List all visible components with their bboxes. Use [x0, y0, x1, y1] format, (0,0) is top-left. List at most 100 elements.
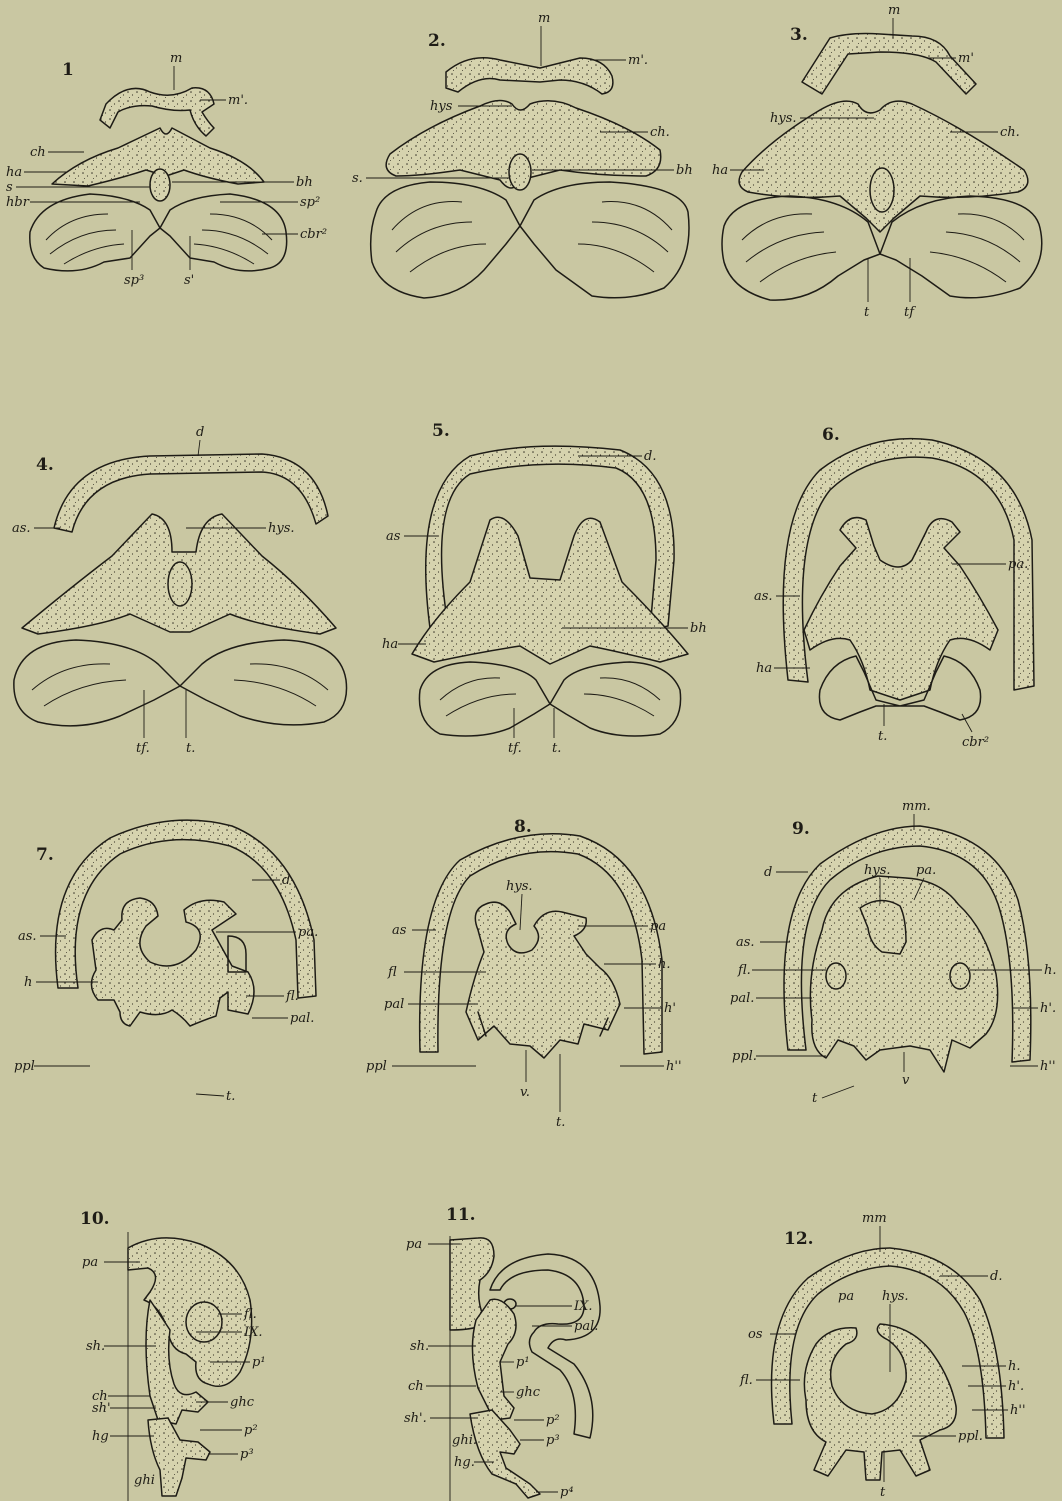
label-ha: ha — [6, 165, 22, 180]
label-as: as — [392, 923, 407, 938]
label-t: t. — [878, 729, 887, 744]
figure-10: 10. pa fl. IX. sh. p¹ ch sh' ghc p² hg — [80, 1209, 266, 1501]
label-v: v — [902, 1073, 910, 1088]
label-d: d. — [644, 449, 656, 464]
label-h: h — [24, 975, 32, 990]
figure-number: 11. — [446, 1205, 476, 1225]
figure-number: 9. — [792, 819, 810, 839]
label-h-double-prime: h'' — [666, 1059, 682, 1074]
label-d: d. — [990, 1269, 1002, 1284]
figure-11: 11. pa IX. pal. sh. p¹ ch ghc sh'. p² p³ — [404, 1205, 600, 1501]
label-ppl: ppl — [14, 1059, 35, 1074]
label-ch: ch. — [650, 125, 670, 140]
figure-5: 5. d. as ha bh tf. t. — [382, 421, 707, 756]
label-h-prime: h'. — [1008, 1379, 1024, 1394]
label-bh: bh — [690, 621, 707, 636]
label-cbr2: cbr² — [300, 227, 327, 242]
figure-2: 2. m m'. hys ch. s. bh — [352, 11, 693, 298]
label-p4: p⁴ — [560, 1485, 574, 1500]
label-mm: mm — [862, 1211, 887, 1226]
label-hg: hg — [92, 1429, 109, 1444]
figure-number: 1 — [62, 60, 74, 80]
label-pa: pa — [406, 1237, 422, 1252]
label-ha: ha — [712, 163, 728, 178]
label-s-prime: s' — [184, 273, 194, 288]
label-m-prime: m'. — [628, 53, 648, 68]
label-h: h. — [1044, 963, 1057, 978]
label-bh: bh — [676, 163, 693, 178]
label-pa: pa. — [1008, 557, 1028, 572]
label-cbr2: cbr² — [962, 735, 989, 750]
label-pal: pal. — [574, 1319, 598, 1334]
label-ha: ha — [756, 661, 772, 676]
label-tf: tf — [904, 305, 916, 320]
label-hys: hys. — [770, 111, 797, 126]
label-hys: hys. — [864, 863, 891, 878]
figure-4: 4. d as. hys. tf. t. — [12, 425, 347, 756]
label-sh-prime: sh' — [92, 1401, 111, 1416]
label-h-double-prime: h'' — [1010, 1403, 1026, 1418]
label-ghc: ghc — [230, 1395, 255, 1410]
label-p2: p² — [546, 1413, 560, 1428]
label-hys: hys. — [268, 521, 295, 536]
label-bh: bh — [296, 175, 313, 190]
label-as: as — [386, 529, 401, 544]
label-sh: sh. — [86, 1339, 105, 1354]
label-ppl: ppl. — [732, 1049, 757, 1064]
figure-number: 6. — [822, 425, 840, 445]
figure-8: 8. hys. as pa fl h. pal h' ppl h'' v. t. — [366, 817, 682, 1130]
label-s: s. — [352, 171, 363, 186]
label-hys: hys. — [882, 1289, 909, 1304]
label-d: d — [764, 865, 772, 880]
label-h: h. — [1008, 1359, 1021, 1374]
label-t: t. — [556, 1115, 565, 1130]
label-t: t — [812, 1091, 818, 1106]
label-ch: ch — [408, 1379, 424, 1394]
label-fl: fl — [387, 965, 397, 980]
label-ppl: ppl. — [958, 1429, 983, 1444]
label-pa: pa. — [298, 925, 318, 940]
label-p3: p³ — [240, 1447, 254, 1462]
label-ha: ha — [382, 637, 398, 652]
figure-9: 9. mm. d hys. pa. as. fl. h. pal. h'. pp… — [730, 799, 1057, 1106]
label-t: t. — [186, 741, 195, 756]
label-m: m — [170, 51, 182, 66]
label-os: os — [748, 1327, 763, 1342]
label-sh-prime: sh'. — [404, 1411, 427, 1426]
figure-number: 2. — [428, 31, 446, 51]
label-fl: fl. — [739, 1373, 753, 1388]
label-ppl: ppl — [366, 1059, 387, 1074]
label-t: t. — [226, 1089, 235, 1104]
label-s: s — [6, 180, 13, 195]
label-m-prime: m'. — [228, 93, 248, 108]
label-mm: mm. — [902, 799, 931, 814]
label-p1: p¹ — [252, 1355, 266, 1370]
label-h-prime: h'. — [1040, 1001, 1056, 1016]
label-hys: hys — [430, 99, 453, 114]
label-tf: tf. — [508, 741, 522, 756]
label-m: m — [538, 11, 550, 26]
figure-number: 8. — [514, 817, 532, 837]
label-d: d — [282, 873, 290, 888]
label-pal: pal. — [290, 1011, 314, 1026]
label-as: as. — [754, 589, 773, 604]
label-ghi: ghi. — [452, 1433, 477, 1448]
figure-3: 3. m m' hys. ch. ha t tf — [712, 3, 1042, 320]
label-t: t. — [552, 741, 561, 756]
label-m: m — [888, 3, 900, 18]
label-fl: fl. — [243, 1307, 257, 1322]
label-sp3: sp³ — [124, 273, 144, 288]
figure-number: 12. — [784, 1229, 814, 1249]
label-sh: sh. — [410, 1339, 429, 1354]
label-tf: tf. — [136, 741, 150, 756]
label-ghi: ghi — [134, 1473, 155, 1488]
label-v: v. — [520, 1085, 530, 1100]
label-pa: pa — [650, 919, 666, 934]
label-h-double-prime: h'' — [1040, 1059, 1056, 1074]
figure-6: 6. pa. as. ha t. cbr² — [754, 425, 1034, 750]
label-d: d — [196, 425, 204, 440]
label-pa: pa — [838, 1289, 854, 1304]
label-as: as. — [18, 929, 37, 944]
label-t: t — [880, 1485, 886, 1500]
